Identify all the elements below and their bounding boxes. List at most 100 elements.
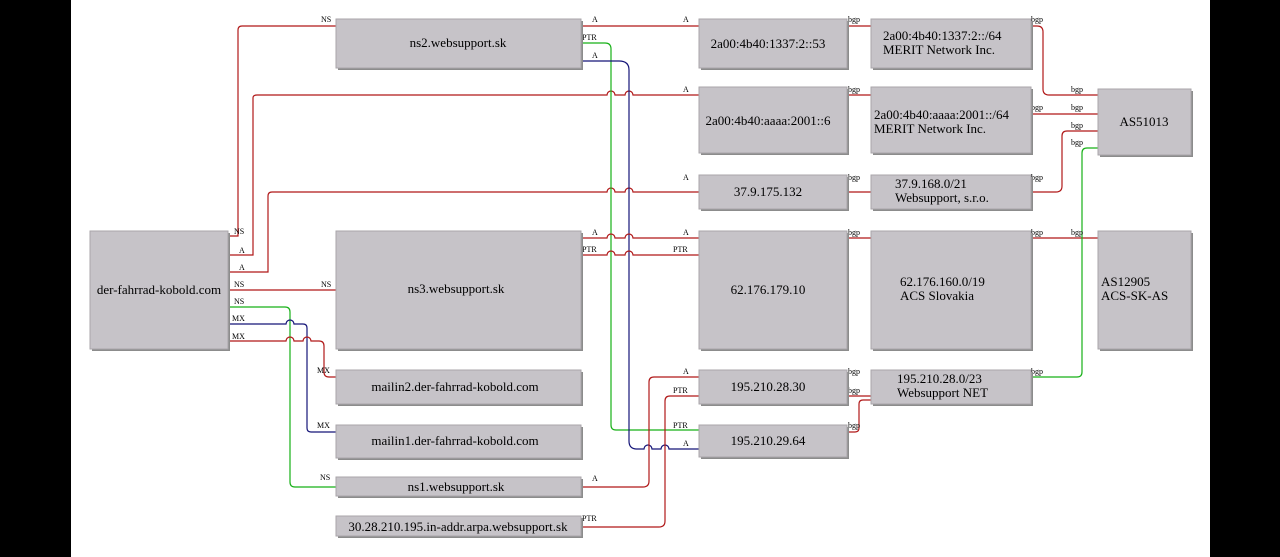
edge-label: bgp [848, 386, 860, 395]
graph-canvas: NS NS A A NS NS NS MX MX MX MX NS A A PT… [71, 0, 1210, 557]
node-label-line1: 2a00:4b40:aaaa:2001::/64 [874, 107, 1010, 122]
edge-label: MX [317, 366, 330, 375]
edge-label: bgp [848, 367, 860, 376]
node-ip6-53[interactable]: 2a00:4b40:1337:2::53 [698, 18, 849, 70]
edge-label: bgp [1031, 103, 1043, 112]
node-label-line2: ACS Slovakia [900, 288, 974, 303]
edge-label: A [592, 15, 598, 24]
edge-ns2-ip195-64 [581, 60, 699, 450]
nodes: der-fahrrad-kobold.com ns2.websupport.sk… [89, 18, 1193, 538]
edge-ptrzone-ip195-30 [581, 395, 699, 528]
edge-label: bgp [848, 228, 860, 237]
node-label-line1: 2a00:4b40:1337:2::/64 [883, 28, 1002, 43]
dns-graph: NS NS A A NS NS NS MX MX MX MX NS A A PT… [89, 15, 1193, 538]
edge-label: bgp [1071, 121, 1083, 130]
node-label: 2a00:4b40:aaaa:2001::6 [706, 113, 831, 128]
node-label: mailin2.der-fahrrad-kobold.com [371, 379, 538, 394]
edge-label: bgp [1071, 228, 1083, 237]
node-ip195-30[interactable]: 195.210.28.30 [698, 369, 849, 406]
edge-ns3-ip62-ptr [581, 250, 699, 256]
node-ptr-zone[interactable]: 30.28.210.195.in-addr.arpa.websupport.sk [335, 515, 583, 538]
node-ns1[interactable]: ns1.websupport.sk [335, 476, 583, 498]
node-ip6-6[interactable]: 2a00:4b40:aaaa:2001::6 [698, 86, 849, 155]
node-label-line2: MERIT Network Inc. [874, 121, 986, 136]
edge-domain-ns1 [229, 306, 336, 488]
node-as51013[interactable]: AS51013 [1097, 88, 1193, 157]
node-mailin1[interactable]: mailin1.der-fahrrad-kobold.com [335, 424, 583, 460]
node-label: 30.28.210.195.in-addr.arpa.websupport.sk [348, 519, 568, 534]
edge-label: bgp [848, 421, 860, 430]
node-label: 2a00:4b40:1337:2::53 [711, 36, 826, 51]
node-net-aaaa[interactable]: 2a00:4b40:aaaa:2001::/64 MERIT Network I… [870, 86, 1033, 155]
node-ip62[interactable]: 62.176.179.10 [698, 230, 849, 351]
node-label-line2: MERIT Network Inc. [883, 42, 995, 57]
node-net-62[interactable]: 62.176.160.0/19 ACS Slovakia [870, 230, 1033, 351]
edge-label: bgp [848, 173, 860, 182]
edge-net37-as51013 [1031, 130, 1098, 193]
edge-label: bgp [848, 15, 860, 24]
edge-label: PTR [673, 421, 688, 430]
edge-label: bgp [1031, 367, 1043, 376]
node-label-line2: Websupport NET [897, 385, 988, 400]
edge-label: bgp [1031, 228, 1043, 237]
edge-label: A [239, 263, 245, 272]
edge-label: NS [321, 15, 331, 24]
edge-domain-mailin2 [229, 336, 336, 378]
edge-label: NS [234, 297, 244, 306]
edge-label: A [592, 51, 598, 60]
edge-label: PTR [673, 386, 688, 395]
node-label-line2: ACS-SK-AS [1101, 288, 1168, 303]
edge-label: A [683, 85, 689, 94]
edge-label: NS [234, 280, 244, 289]
edge-label: A [683, 15, 689, 24]
edge-domain-ns2 [229, 25, 336, 237]
edge-ns2-ptr-green [581, 42, 699, 431]
node-mailin2[interactable]: mailin2.der-fahrrad-kobold.com [335, 369, 583, 406]
edge-label: bgp [1071, 138, 1083, 147]
edge-label: NS [320, 473, 330, 482]
edge-label: bgp [1071, 103, 1083, 112]
node-net-37[interactable]: 37.9.168.0/21 Websupport, s.r.o. [870, 174, 1033, 211]
edge-label: PTR [673, 245, 688, 254]
node-ns3[interactable]: ns3.websupport.sk [335, 230, 583, 351]
node-label-line2: Websupport, s.r.o. [895, 190, 989, 205]
edge-ns1-ip195-30 [581, 376, 699, 488]
edge-label: NS [321, 280, 331, 289]
edge-label: MX [317, 421, 330, 430]
edge-label: A [683, 367, 689, 376]
edge-label: MX [232, 314, 245, 323]
node-net-1337[interactable]: 2a00:4b40:1337:2::/64 MERIT Network Inc. [870, 18, 1033, 70]
node-label: mailin1.der-fahrrad-kobold.com [371, 433, 538, 448]
node-ip37[interactable]: 37.9.175.132 [698, 174, 849, 211]
node-label-line1: AS12905 [1101, 274, 1150, 289]
node-label: 37.9.175.132 [734, 184, 802, 199]
edge-net195-as51013 [1031, 147, 1098, 378]
edge-label: NS [234, 227, 244, 236]
edge-label: A [683, 228, 689, 237]
node-domain[interactable]: der-fahrrad-kobold.com [89, 230, 230, 351]
node-as12905[interactable]: AS12905 ACS-SK-AS [1097, 230, 1193, 351]
node-label: 62.176.179.10 [731, 282, 806, 297]
edge-labels: NS NS A A NS NS NS MX MX MX MX NS A A PT… [232, 15, 1083, 523]
node-label: ns1.websupport.sk [408, 479, 505, 494]
node-ns2[interactable]: ns2.websupport.sk [335, 18, 583, 70]
node-ip195-64[interactable]: 195.210.29.64 [698, 424, 849, 459]
edge-label: PTR [582, 245, 597, 254]
edge-label: bgp [848, 85, 860, 94]
node-net-195[interactable]: 195.210.28.0/23 Websupport NET [870, 369, 1033, 406]
edge-label: bgp [1071, 85, 1083, 94]
edges [229, 25, 1098, 528]
node-label: der-fahrrad-kobold.com [97, 282, 221, 297]
edge-label: bgp [1031, 173, 1043, 182]
node-label-line1: 195.210.28.0/23 [897, 371, 982, 386]
node-label: ns3.websupport.sk [408, 281, 505, 296]
node-label: AS51013 [1119, 114, 1168, 129]
edge-label: PTR [582, 514, 597, 523]
edge-label: A [239, 246, 245, 255]
edge-ns3-ip62-a [581, 233, 699, 239]
node-label: 195.210.29.64 [731, 433, 806, 448]
edge-label: bgp [1031, 15, 1043, 24]
edge-label: A [683, 173, 689, 182]
node-label-line1: 37.9.168.0/21 [895, 176, 967, 191]
edge-label: MX [232, 332, 245, 341]
